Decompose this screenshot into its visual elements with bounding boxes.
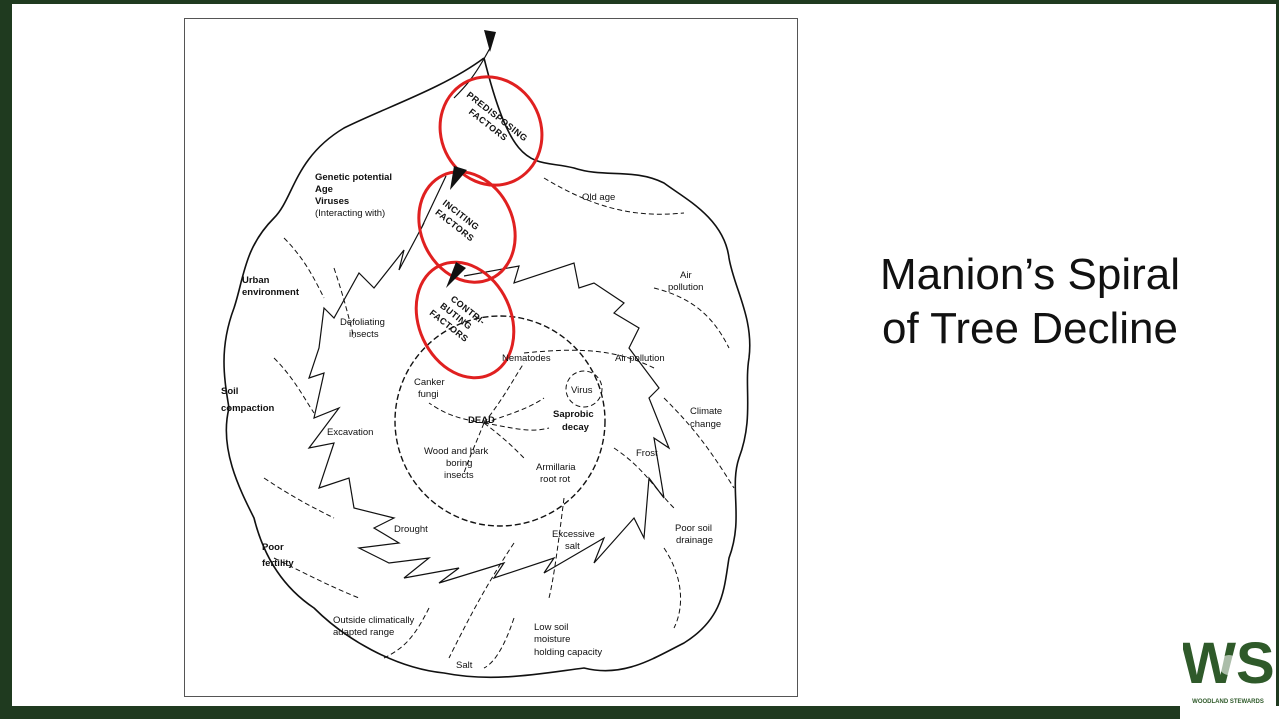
label-poor-soil-drainage-1: Poor soil xyxy=(675,523,712,534)
label-canker-1: Canker xyxy=(414,377,445,388)
tree-icon xyxy=(1219,655,1239,675)
label-saprobic-2: decay xyxy=(562,422,590,433)
label-air-pollution-inner: Air pollution xyxy=(615,353,665,364)
label-viruses: Viruses xyxy=(315,196,349,207)
label-low-soil-2: moisture xyxy=(534,634,570,645)
contributing-highlight xyxy=(414,260,516,380)
label-climate-change-2: change xyxy=(690,419,721,430)
outer-boundary xyxy=(223,57,751,679)
label-age: Age xyxy=(315,184,333,195)
label-soil-compaction-2: compaction xyxy=(221,403,275,414)
bottom-border-bar xyxy=(0,706,1180,719)
label-defoliating-2: insects xyxy=(349,329,379,340)
label-urban-2: environment xyxy=(242,287,300,298)
logo-caption: WOODLAND STEWARDS xyxy=(1192,699,1264,705)
label-excessive-salt-1: Excessive xyxy=(552,529,595,540)
label-low-soil-1: Low soil xyxy=(534,622,568,633)
contributing-circle xyxy=(394,315,606,527)
label-excessive-salt-2: salt xyxy=(565,541,580,552)
label-urban-1: Urban xyxy=(242,275,270,286)
label-canker-2: fungi xyxy=(418,389,439,400)
top-border xyxy=(0,0,1279,4)
label-drought: Drought xyxy=(394,524,428,535)
label-poor-fertility-1: Poor xyxy=(262,542,284,553)
label-armillaria-2: root rot xyxy=(540,474,570,485)
label-poor-soil-drainage-2: drainage xyxy=(676,535,713,546)
right-border xyxy=(1276,0,1279,706)
predisposing-arrow xyxy=(484,30,496,52)
label-armillaria-1: Armillaria xyxy=(536,462,576,473)
spiral-diagram: PREDISPOSING FACTORS INCITING FACTORS CO… xyxy=(184,18,798,697)
label-poor-fertility-2: fertility xyxy=(262,558,294,569)
label-interacting-with: (Interacting with) xyxy=(315,208,385,219)
left-border-bar xyxy=(0,0,12,706)
title-line-1: Manion’s Spiral xyxy=(879,250,1180,299)
label-excavation: Excavation xyxy=(327,427,373,438)
label-air-pollution-outer-2: pollution xyxy=(668,282,703,293)
predisposing-highlight xyxy=(438,75,544,187)
dashed-connectors xyxy=(263,177,735,669)
label-salt: Salt xyxy=(456,660,473,671)
label-soil-compaction-1: Soil xyxy=(221,386,238,397)
slide-title: Manion’s Spiral of Tree Decline xyxy=(820,248,1240,356)
label-old-age: Old age xyxy=(582,192,615,203)
label-defoliating-1: Defoliating xyxy=(340,317,385,328)
label-air-pollution-outer-1: Air xyxy=(680,270,692,281)
woodland-stewards-logo: WS WOODLAND STEWARDS xyxy=(1183,631,1273,705)
label-frost: Frost xyxy=(636,448,658,459)
label-genetic-potential: Genetic potential xyxy=(315,172,392,183)
spiral-zigzag xyxy=(307,175,671,584)
label-saprobic-1: Saprobic xyxy=(553,409,594,420)
inciting-arrow xyxy=(450,166,467,190)
label-wood-bark-1: Wood and bark xyxy=(424,446,489,457)
label-wood-bark-2: boring xyxy=(446,458,472,469)
contributing-arrow xyxy=(446,262,466,288)
label-nematodes: Nematodes xyxy=(502,353,551,364)
title-line-2: of Tree Decline xyxy=(882,304,1178,353)
label-low-soil-3: holding capacity xyxy=(534,647,602,658)
label-outside-range-2: adapted range xyxy=(333,627,394,638)
label-virus: Virus xyxy=(571,385,593,396)
label-wood-bark-3: insects xyxy=(444,470,474,481)
label-climate-change-1: Climate xyxy=(690,406,722,417)
label-dead: DEAD xyxy=(468,415,495,426)
label-outside-range-1: Outside climatically xyxy=(333,615,415,626)
